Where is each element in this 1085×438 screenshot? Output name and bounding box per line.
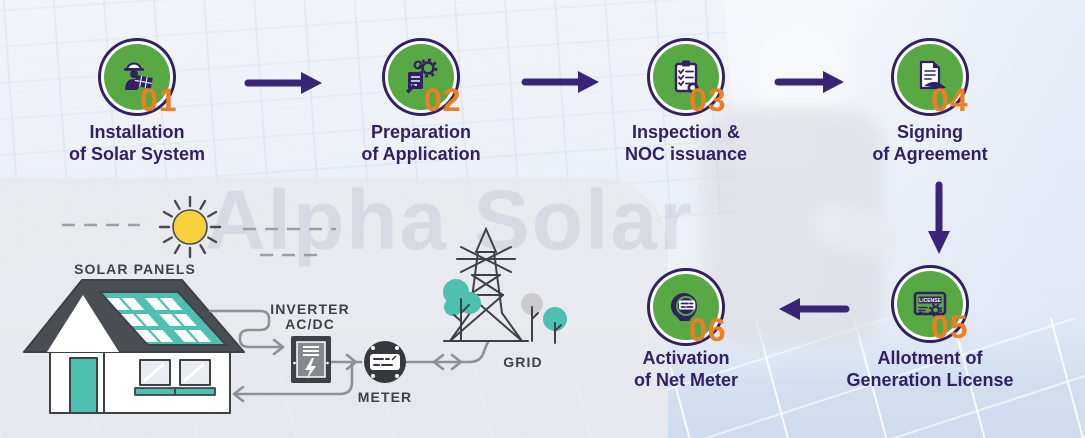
house-window-2: [174, 359, 216, 396]
inverter: INVERTER AC/DC: [270, 301, 350, 383]
grid-tower: [443, 226, 529, 342]
step-5-label-line2: Generation License: [846, 370, 1014, 390]
step-1-badge: [98, 38, 176, 116]
motion-dashes: [62, 223, 336, 257]
step-6-badge: [647, 268, 725, 346]
wiring: [208, 309, 490, 403]
lightning-bolt-icon: [305, 358, 316, 379]
step-2-number: 02: [424, 82, 462, 118]
step-3-badge: [647, 38, 725, 116]
step-5-number: 05: [931, 309, 969, 345]
wire-return-to-house: [233, 360, 354, 396]
step-5-badge: LICENSE: [891, 265, 969, 343]
house: [23, 279, 245, 414]
license-icon-text: LICENSE: [919, 298, 941, 304]
inverter-label-line2: AC/DC: [285, 316, 335, 332]
meter: METER: [358, 341, 413, 405]
step-4-label-line1: Signing: [897, 122, 963, 142]
inverter-label-line1: INVERTER: [270, 301, 350, 317]
step-6-number: 06: [689, 312, 727, 348]
faded-installer-photo: [693, 12, 911, 347]
meter-label: METER: [358, 389, 413, 405]
step-5-label: Allotment of Generation License: [810, 347, 1050, 391]
application-gears-icon: [388, 44, 454, 110]
signed-document-icon: [897, 44, 963, 110]
net-meter-icon: [653, 274, 719, 340]
step-1-label-line2: of Solar System: [68, 144, 206, 164]
step-5-label-line1: Allotment of: [877, 348, 983, 368]
step-1-label: Installation of Solar System: [17, 121, 257, 165]
step-6-label-line1: Activation: [642, 348, 730, 368]
wire-meter-to-grid: [404, 340, 490, 364]
checklist-clipboard-icon: [653, 44, 719, 110]
step-1-label-line1: Installation: [89, 122, 185, 142]
step-3-label: Inspection & NOC issuance: [566, 121, 806, 165]
hard-hat-shape: [751, 26, 849, 118]
step-1-number: 01: [140, 82, 178, 118]
step-2-label: Preparation of Application: [301, 121, 541, 165]
wire-roof-to-inverter: [208, 309, 282, 349]
tree-teal-left: [443, 279, 481, 342]
license-card-icon: LICENSE: [897, 271, 963, 337]
house-door: [69, 357, 98, 414]
step-2-badge: [382, 38, 460, 116]
step-4-badge: [891, 38, 969, 116]
installer-icon: [104, 44, 170, 110]
step-4-number: 04: [931, 82, 969, 118]
solar-panels-label: SOLAR PANELS: [74, 261, 196, 277]
tree-teal-right: [543, 307, 567, 344]
step-2-label-line2: of Application: [361, 144, 481, 164]
rooftop-solar-panels: [99, 291, 227, 346]
tree-gray: [521, 293, 543, 342]
sun-icon: [158, 195, 222, 259]
step-2-label-line1: Preparation: [370, 122, 472, 142]
step-6-label-line2: of Net Meter: [633, 370, 738, 390]
watermark-text: Alpha Solar: [205, 173, 694, 267]
step-6-label: Activation of Net Meter: [566, 347, 806, 391]
step-3-label-line2: NOC issuance: [624, 144, 748, 164]
step-4-label-line2: of Agreement: [872, 144, 988, 164]
step-3-label-line1: Inspection &: [631, 122, 740, 142]
grid-label: GRID: [503, 354, 542, 370]
house-gable: [47, 295, 119, 352]
net-metering-illustration: SOLAR PANELS: [23, 195, 567, 414]
step-4-label: Signing of Agreement: [810, 121, 1050, 165]
house-window-1: [134, 359, 176, 396]
step-3-number: 03: [689, 82, 727, 118]
